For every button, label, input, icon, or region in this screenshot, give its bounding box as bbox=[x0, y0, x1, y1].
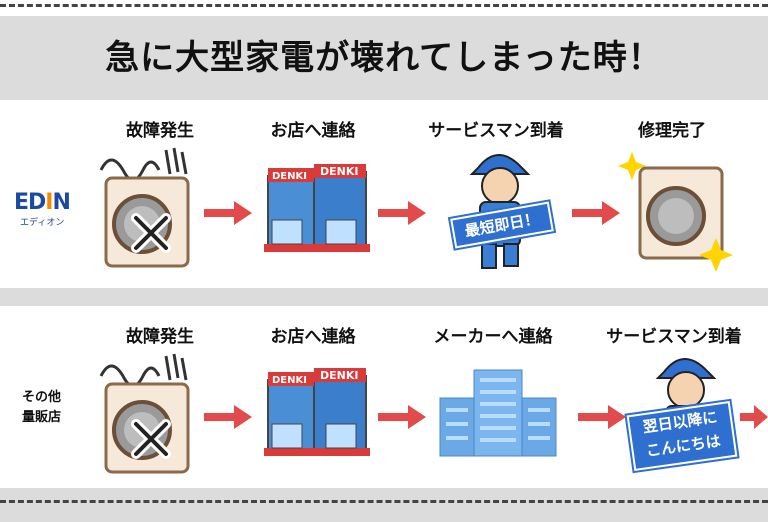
bottom-band bbox=[0, 488, 768, 522]
edion-step-3-label: サービスマン到着 bbox=[428, 121, 564, 141]
page-title: 急に大型家電が壊れてしまった時！ bbox=[105, 38, 663, 78]
store-building-illustration: DENKI DENKI bbox=[264, 164, 370, 252]
svg-text:DENKI: DENKI bbox=[272, 375, 307, 386]
arrow-icon bbox=[572, 201, 620, 225]
edion-step-4-label: 修理完了 bbox=[638, 121, 706, 141]
edion-step-1-label: 故障発生 bbox=[126, 121, 194, 141]
store-building-illustration: DENKI DENKI bbox=[264, 368, 370, 456]
broken-washer-illustration bbox=[99, 147, 190, 268]
maker-building-illustration bbox=[439, 369, 557, 457]
other-step-4-label: サービスマン到着 bbox=[606, 327, 742, 347]
row-separator bbox=[0, 288, 768, 306]
top-dashed-line bbox=[0, 4, 768, 7]
svg-text:DENKI: DENKI bbox=[320, 165, 358, 178]
svg-text:DENKI: DENKI bbox=[272, 171, 307, 182]
other-stores-label: その他 量販店 bbox=[22, 390, 62, 425]
svg-text:DENKI: DENKI bbox=[320, 369, 358, 382]
arrow-icon bbox=[578, 405, 626, 429]
broken-washer-illustration bbox=[99, 353, 190, 474]
other-step-1-label: 故障発生 bbox=[126, 327, 194, 347]
arrow-icon bbox=[378, 405, 426, 429]
edion-logo: EDIN エディオン bbox=[14, 190, 71, 228]
arrow-icon bbox=[204, 405, 252, 429]
arrow-icon bbox=[378, 201, 426, 225]
title-band bbox=[0, 16, 768, 100]
arrow-icon bbox=[204, 201, 252, 225]
other-step-3-label: メーカーへ連絡 bbox=[433, 327, 553, 347]
repaired-washer-illustration bbox=[618, 152, 733, 272]
other-step-2-label: お店へ連絡 bbox=[270, 327, 356, 347]
arrow-icon bbox=[740, 405, 768, 429]
edion-step-2-label: お店へ連絡 bbox=[270, 121, 356, 141]
bottom-dashed-line bbox=[0, 500, 768, 503]
